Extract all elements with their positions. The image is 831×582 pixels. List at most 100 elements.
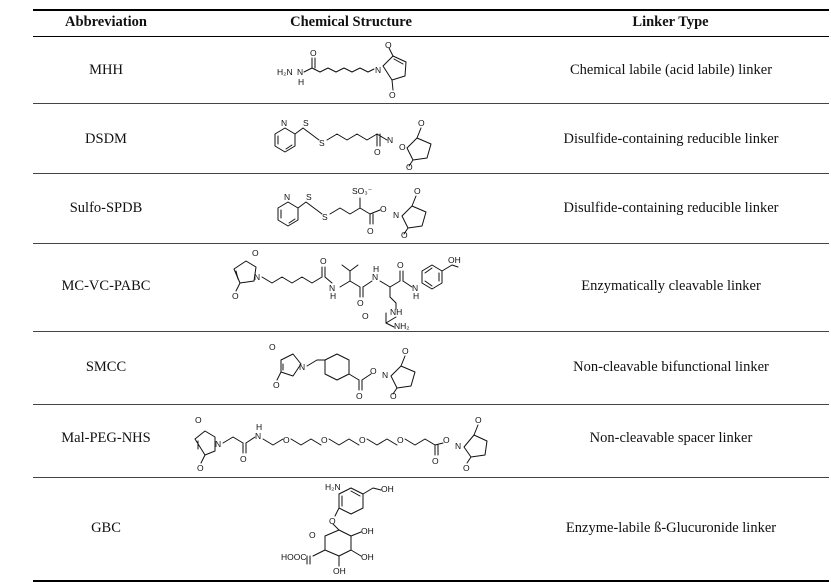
structure-label: O bbox=[418, 118, 425, 128]
structure-label: N bbox=[284, 192, 290, 202]
structure-label: O bbox=[367, 226, 374, 236]
structure-label: O bbox=[475, 415, 482, 425]
abbreviation-cell: GBC bbox=[91, 520, 121, 536]
structure-label: N bbox=[412, 283, 418, 293]
structure-label: H bbox=[373, 264, 379, 274]
structure-label: H bbox=[330, 291, 336, 301]
structure-mal-peg-nhs: O N O O N H O O O O O O N bbox=[194, 415, 488, 473]
structure-label: HOOC bbox=[281, 552, 307, 562]
structure-label: O bbox=[329, 516, 336, 526]
structure-label: OH bbox=[333, 566, 346, 576]
structure-label: H₂N bbox=[325, 482, 341, 492]
structure-label: N bbox=[215, 439, 221, 449]
structure-gbc: H₂N OH O O OH HOOC OH OH bbox=[281, 482, 394, 576]
abbreviation-cell: MC-VC-PABC bbox=[61, 278, 151, 294]
structure-label: N bbox=[255, 431, 261, 441]
structure-mc-vc-pabc: O N O O N H O N H O N H bbox=[232, 248, 461, 331]
structure-label: N bbox=[375, 65, 381, 75]
table-row: MHH H₂N N H O N O O Chemical labile (aci… bbox=[33, 36, 829, 103]
structure-label: O bbox=[362, 311, 369, 321]
structure-label: S bbox=[322, 212, 328, 222]
abbreviation-cell: Mal-PEG-NHS bbox=[61, 430, 151, 446]
structure-smcc: O N O O O N O O bbox=[269, 342, 416, 401]
structure-label: O bbox=[389, 90, 396, 100]
structure-label: H bbox=[298, 77, 304, 87]
table-row: Sulfo-SPDB N S S SO₃⁻ O N O O O Disulfid… bbox=[33, 174, 829, 243]
structure-label: O bbox=[397, 260, 404, 270]
structure-label: O bbox=[252, 248, 259, 258]
structure-label: O bbox=[463, 463, 470, 473]
abbreviation-cell: SMCC bbox=[85, 359, 127, 375]
linker-type-cell: Enzymatically cleavable linker bbox=[581, 278, 761, 294]
structure-label: O bbox=[397, 435, 404, 445]
structure-label: O bbox=[374, 147, 381, 157]
linker-type-cell: Disulfide-containing reducible linker bbox=[563, 200, 779, 216]
structure-label: N bbox=[455, 441, 461, 451]
structure-label: O bbox=[401, 230, 408, 240]
structure-label: N bbox=[299, 362, 305, 372]
row-divider bbox=[33, 477, 829, 478]
table-row: GBC H₂N OH O O OH HOOC OH OH Enzyme-labi… bbox=[33, 478, 829, 580]
structure-label: N bbox=[254, 272, 260, 282]
structure-label: O bbox=[402, 346, 409, 356]
structure-label: O bbox=[359, 435, 366, 445]
structure-label: N bbox=[297, 67, 303, 77]
structure-label: O bbox=[269, 342, 276, 352]
structure-label: H bbox=[413, 291, 419, 301]
structure-label: O bbox=[195, 415, 202, 425]
structure-label: O bbox=[414, 186, 421, 196]
structure-label: O bbox=[320, 256, 327, 266]
linker-type-cell: Chemical labile (acid labile) linker bbox=[569, 62, 773, 78]
structure-label: O bbox=[390, 391, 397, 401]
structure-label: O bbox=[357, 298, 364, 308]
structure-label: O bbox=[310, 48, 317, 58]
row-divider bbox=[33, 243, 829, 244]
row-divider bbox=[33, 404, 829, 405]
linker-type-cell: Enzyme-labile ß-Glucuronide linker bbox=[565, 520, 777, 536]
linker-type-cell: Non-cleavable spacer linker bbox=[589, 430, 753, 446]
structure-label: O bbox=[399, 142, 406, 152]
structure-label: N bbox=[281, 118, 287, 128]
structure-label: O bbox=[370, 366, 377, 376]
table-row: SMCC O N O O O N O O Non-cleavable bifun… bbox=[33, 332, 829, 404]
structure-label: O bbox=[380, 204, 387, 214]
structure-label: O bbox=[283, 435, 290, 445]
structure-label: NH₂ bbox=[394, 321, 410, 331]
row-divider bbox=[33, 173, 829, 174]
structure-label: OH bbox=[361, 526, 374, 536]
structure-label: OH bbox=[448, 255, 461, 265]
structure-dsdm: N S S O N O O O bbox=[274, 118, 432, 170]
structure-label: S bbox=[303, 118, 309, 128]
structure-label: N bbox=[382, 370, 388, 380]
structure-sulfo-spdb: N S S SO₃⁻ O N O O O bbox=[277, 186, 427, 240]
structure-label: O bbox=[432, 456, 439, 466]
header-abbreviation: Abbreviation bbox=[65, 14, 147, 30]
header-chemical-structure: Chemical Structure bbox=[290, 14, 412, 30]
table-bottom-rule bbox=[33, 580, 829, 582]
structure-label: O bbox=[240, 454, 247, 464]
structure-label: O bbox=[385, 42, 392, 50]
structure-label: S bbox=[319, 138, 325, 148]
structure-label: O bbox=[273, 380, 280, 390]
structure-label: S bbox=[306, 192, 312, 202]
row-divider bbox=[33, 103, 829, 104]
structure-label: N bbox=[393, 210, 399, 220]
structure-label: H bbox=[256, 422, 262, 432]
header-linker-type: Linker Type bbox=[632, 14, 709, 30]
table-row: DSDM N S S O N O O O Disulfide-containin… bbox=[33, 104, 829, 173]
structure-label: O bbox=[321, 435, 328, 445]
structure-label: O bbox=[356, 391, 363, 401]
structure-label: OH bbox=[361, 552, 374, 562]
structure-label: O bbox=[232, 291, 239, 301]
row-divider bbox=[33, 331, 829, 332]
structure-label: NH bbox=[390, 307, 402, 317]
structure-label: N bbox=[372, 272, 378, 282]
structure-label: O bbox=[309, 530, 316, 540]
table-top-rule bbox=[33, 9, 829, 11]
table-row: MC-VC-PABC O N O O N H O N H O N bbox=[33, 244, 829, 331]
table-row: Mal-PEG-NHS O N O O N H O O O O O O bbox=[33, 405, 829, 477]
structure-label: O bbox=[443, 435, 450, 445]
structure-label: N bbox=[387, 135, 393, 145]
structure-label: N bbox=[329, 283, 335, 293]
table-header-rule bbox=[33, 36, 829, 38]
